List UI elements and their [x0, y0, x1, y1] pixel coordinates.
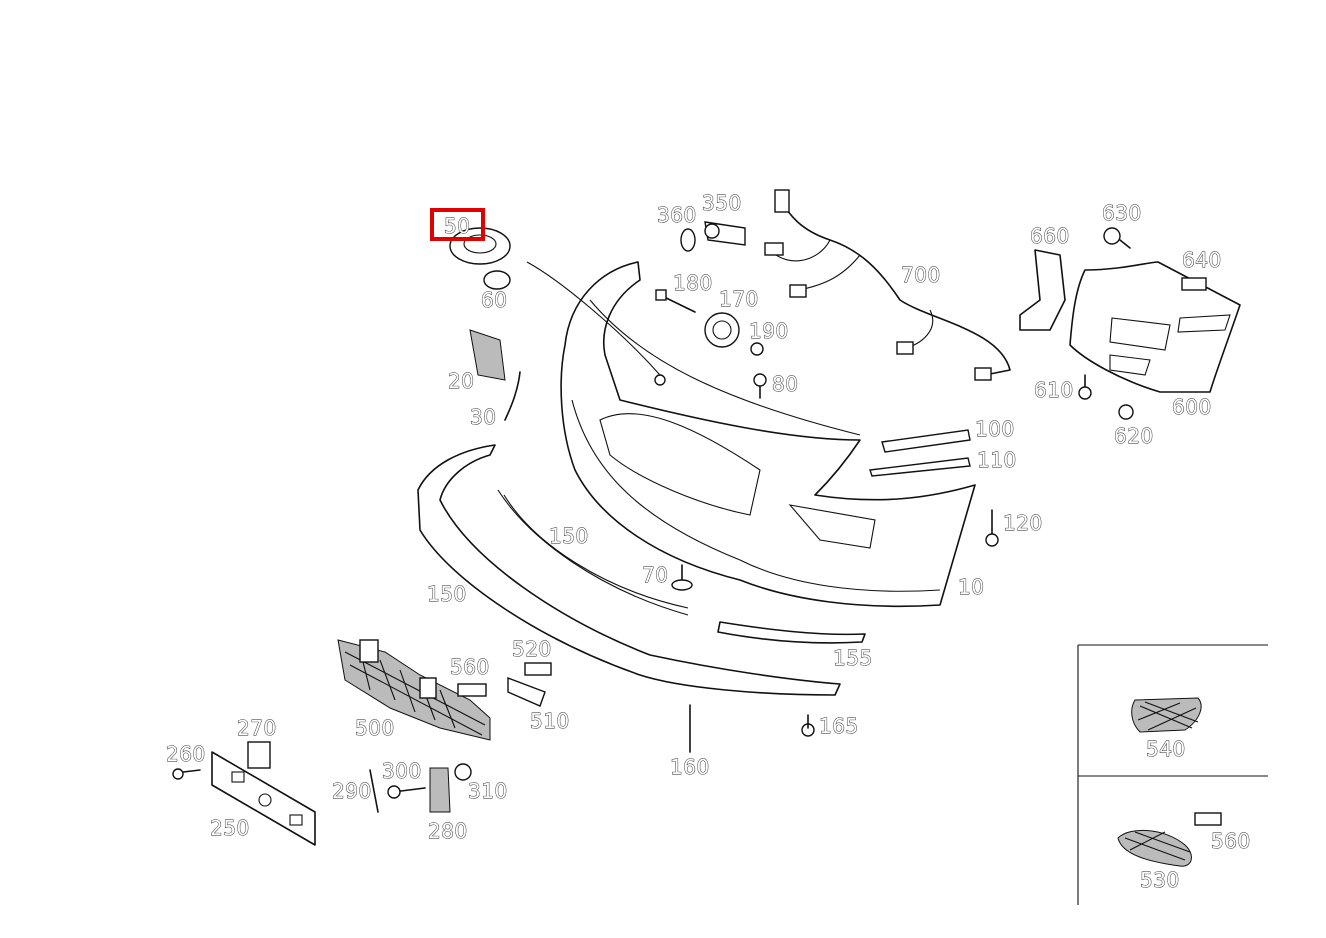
emblem-part-60[interactable]: [483, 270, 511, 290]
callout-660[interactable]: 660: [1030, 224, 1070, 249]
part-20[interactable]: [469, 329, 506, 381]
callout-520[interactable]: 520: [512, 637, 552, 662]
callout-260[interactable]: 260: [166, 742, 206, 767]
callout-50[interactable]: 50: [444, 214, 471, 239]
trim-part-100[interactable]: [881, 429, 971, 453]
callout-500[interactable]: 500: [355, 716, 395, 741]
bracket-part-250[interactable]: [211, 751, 316, 846]
side-grille-part-540[interactable]: [1131, 697, 1202, 733]
callout-510[interactable]: 510: [530, 709, 570, 734]
callout-640[interactable]: 640: [1182, 248, 1222, 273]
clip-part-560[interactable]: [457, 683, 487, 697]
side-grille-part-530[interactable]: [1117, 829, 1192, 867]
clip-part-560-inset[interactable]: [1194, 812, 1222, 826]
callout-270[interactable]: 270: [237, 716, 277, 741]
callout-165[interactable]: 165: [819, 714, 859, 739]
callout-160[interactable]: 160: [670, 755, 710, 780]
screw-part-165[interactable]: [801, 714, 815, 737]
callout-360[interactable]: 360: [657, 203, 697, 228]
bracket-part-280[interactable]: [429, 767, 451, 813]
callout-150-lower[interactable]: 150: [427, 582, 467, 607]
clip-part-70[interactable]: [671, 564, 693, 591]
callout-280[interactable]: 280: [428, 819, 468, 844]
trim-part-110[interactable]: [869, 457, 971, 477]
screw-part-120[interactable]: [985, 509, 999, 547]
callout-610[interactable]: 610: [1034, 378, 1074, 403]
callout-10[interactable]: 10: [958, 575, 985, 600]
bracket-part-660[interactable]: [1019, 249, 1066, 331]
callout-310[interactable]: 310: [468, 779, 508, 804]
callout-100[interactable]: 100: [975, 417, 1015, 442]
callout-300[interactable]: 300: [382, 759, 422, 784]
callout-600[interactable]: 600: [1172, 395, 1212, 420]
callout-80[interactable]: 80: [772, 372, 799, 397]
screw-part-300[interactable]: [387, 785, 426, 799]
part-360[interactable]: [680, 228, 696, 252]
side-bracket-part-600[interactable]: [1069, 261, 1241, 393]
lower-spoiler-part-150[interactable]: [417, 444, 841, 696]
callout-150-upper[interactable]: 150: [549, 524, 589, 549]
clip-part-640[interactable]: [1181, 277, 1207, 291]
bracket-part-510[interactable]: [507, 676, 546, 707]
part-310[interactable]: [454, 763, 472, 781]
screw-part-260[interactable]: [172, 768, 201, 780]
nut-part-620[interactable]: [1118, 404, 1134, 420]
callout-120[interactable]: 120: [1003, 511, 1043, 536]
callout-20[interactable]: 20: [448, 369, 475, 394]
clip-part-520[interactable]: [524, 662, 552, 676]
wiring-harness-part-700[interactable]: [764, 189, 1011, 381]
callout-540[interactable]: 540: [1146, 737, 1186, 762]
part-290[interactable]: [369, 769, 379, 813]
callout-250[interactable]: 250: [210, 816, 250, 841]
trim-strip-part-155[interactable]: [717, 621, 866, 644]
bumper-cover-part-10[interactable]: [526, 261, 976, 608]
clip-part-270[interactable]: [247, 741, 271, 769]
callout-110[interactable]: 110: [977, 448, 1017, 473]
callout-290[interactable]: 290: [332, 779, 372, 804]
nut-part-190[interactable]: [750, 342, 764, 356]
callout-70[interactable]: 70: [642, 563, 669, 588]
callout-180[interactable]: 180: [673, 271, 713, 296]
callout-155[interactable]: 155: [833, 646, 873, 671]
screw-part-610[interactable]: [1078, 374, 1092, 400]
grille-part-500[interactable]: [337, 639, 491, 741]
highlight-box: [430, 208, 485, 241]
bolt-part-180[interactable]: [655, 289, 696, 313]
sensor-part-350[interactable]: [704, 221, 746, 246]
part-170[interactable]: [704, 312, 740, 348]
inset-box-540: [1077, 644, 1268, 905]
callout-620[interactable]: 620: [1114, 424, 1154, 449]
callout-60[interactable]: 60: [481, 288, 508, 313]
callout-170[interactable]: 170: [719, 287, 759, 312]
callout-30[interactable]: 30: [470, 405, 497, 430]
callout-560[interactable]: 560: [450, 655, 490, 680]
callout-560-inset[interactable]: 560: [1211, 829, 1251, 854]
screw-part-80[interactable]: [753, 373, 767, 399]
screw-part-630[interactable]: [1103, 227, 1131, 249]
part-30[interactable]: [504, 371, 521, 421]
callout-630[interactable]: 630: [1102, 201, 1142, 226]
callout-190[interactable]: 190: [749, 319, 789, 344]
callout-700[interactable]: 700: [901, 263, 941, 288]
callout-350[interactable]: 350: [702, 191, 742, 216]
callout-530[interactable]: 530: [1140, 868, 1180, 893]
